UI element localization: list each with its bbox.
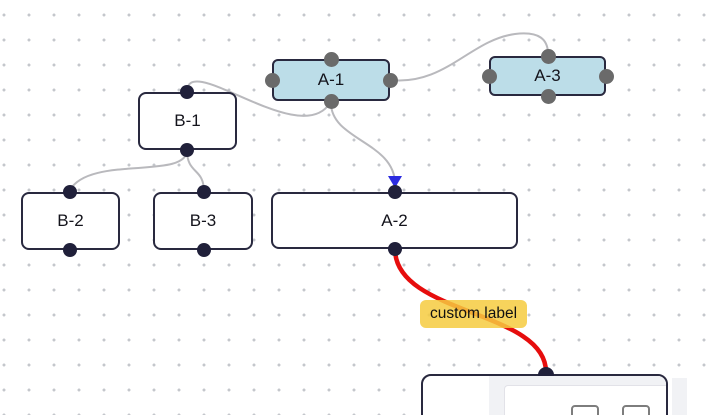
endpoint[interactable] bbox=[383, 73, 398, 88]
port[interactable] bbox=[622, 405, 650, 415]
edge-b1-to-a1[interactable] bbox=[186, 80, 331, 117]
edge-a1-to-a3[interactable] bbox=[389, 32, 549, 82]
node-label: A-1 bbox=[317, 70, 345, 89]
port[interactable] bbox=[571, 405, 599, 415]
group-node[interactable] bbox=[421, 374, 668, 415]
endpoint[interactable] bbox=[63, 243, 77, 257]
endpoint[interactable] bbox=[482, 69, 497, 84]
endpoint[interactable] bbox=[324, 52, 339, 67]
endpoint[interactable] bbox=[324, 94, 339, 109]
group-top-endpoint[interactable] bbox=[538, 367, 554, 376]
endpoint[interactable] bbox=[388, 185, 402, 199]
endpoint[interactable] bbox=[265, 73, 280, 88]
node-b-2[interactable]: B-2 bbox=[21, 192, 120, 250]
arrowhead-icon bbox=[388, 176, 402, 188]
group-inner-panel[interactable] bbox=[504, 385, 666, 415]
endpoint[interactable] bbox=[388, 242, 402, 256]
node-label: B-3 bbox=[189, 211, 217, 230]
endpoint[interactable] bbox=[541, 49, 556, 64]
endpoint[interactable] bbox=[180, 85, 194, 99]
endpoint[interactable] bbox=[541, 89, 556, 104]
endpoint[interactable] bbox=[180, 143, 194, 157]
node-label: B-2 bbox=[57, 211, 84, 230]
node-fragment bbox=[672, 378, 687, 415]
node-label: B-1 bbox=[174, 111, 201, 130]
node-b-1[interactable]: B-1 bbox=[138, 92, 237, 150]
endpoint[interactable] bbox=[63, 185, 77, 199]
edge-label[interactable]: custom label bbox=[420, 300, 528, 328]
endpoint[interactable] bbox=[197, 185, 211, 199]
node-fragment bbox=[687, 378, 714, 415]
endpoint[interactable] bbox=[599, 69, 614, 84]
edge-a1-to-a2[interactable] bbox=[330, 102, 396, 185]
node-label: A-3 bbox=[534, 66, 561, 85]
node-label: A-2 bbox=[381, 210, 408, 230]
node-a-2[interactable]: A-2 bbox=[271, 192, 518, 249]
node-b-3[interactable]: B-3 bbox=[153, 192, 253, 250]
edge-b1-to-b2[interactable] bbox=[69, 149, 188, 191]
endpoint[interactable] bbox=[197, 243, 211, 257]
